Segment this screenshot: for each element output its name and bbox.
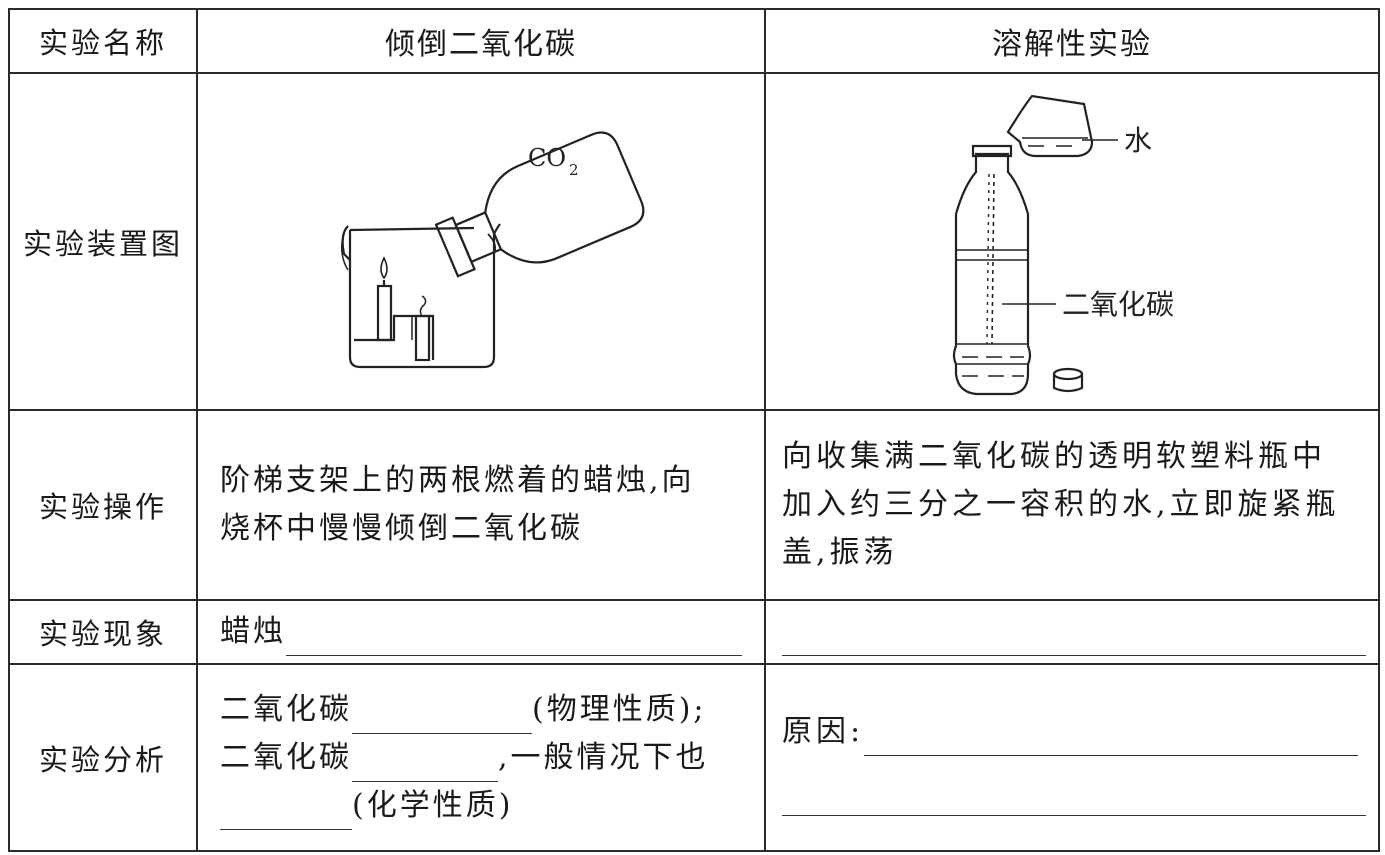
phenomenon-row: 实验现象 蜡烛 — [8, 599, 1380, 665]
bottle-water-diagram: 水 二氧化碳 — [952, 94, 1174, 396]
reason-blank-1[interactable] — [864, 721, 1359, 756]
beaker-candle-diagram: CO 2 — [341, 131, 645, 369]
experiment-table: 实验名称 倾倒二氧化碳 溶解性实验 实验装置图 — [8, 8, 1380, 852]
row-label-apparatus: 实验装置图 — [8, 72, 198, 411]
candle-flame — [380, 256, 388, 280]
operation-left-line2: 烧杯中慢慢倾倒二氧化碳 — [220, 511, 583, 546]
phenomenon-prefix: 蜡烛 — [220, 614, 286, 649]
bottle-cap — [1052, 367, 1084, 381]
water-label: 水 — [1124, 124, 1152, 157]
header-row: 实验名称 倾倒二氧化碳 溶解性实验 — [8, 8, 1380, 74]
water-stream — [991, 173, 995, 345]
operation-row: 实验操作 阶梯支架上的两根燃着的蜡烛,向 烧杯中慢慢倾倒二氧化碳 向收集满二氧化… — [8, 409, 1380, 601]
row-label-analysis: 实验分析 — [8, 663, 198, 852]
pouring-beaker — [1006, 94, 1094, 158]
analysis-cell-left: 二氧化碳 (物理性质); 二氧化碳 ,一般情况下也 (化学性质) — [196, 663, 766, 852]
step-stand — [354, 314, 435, 360]
reason-blank-2[interactable] — [782, 781, 1366, 816]
smoke-wisp — [419, 295, 427, 317]
analysis-line2-subject: 二氧化碳 — [220, 739, 352, 775]
row-label-name: 实验名称 — [8, 8, 198, 74]
phenomenon-cell-left: 蜡烛 — [196, 599, 766, 665]
co2-gas-label: 二氧化碳 — [1062, 288, 1174, 321]
analysis-line2-suffix: ,一般情况下也 — [498, 739, 709, 775]
analysis-line3-suffix: (化学性质) — [352, 787, 514, 823]
row-label-phenomenon: 实验现象 — [8, 599, 198, 665]
operation-right-line2: 加入约三分之一容积的水,立即旋紧瓶 — [782, 487, 1340, 522]
col-header-solubility: 溶解性实验 — [764, 8, 1380, 74]
reason-prefix: 原因: — [782, 713, 865, 749]
physical-property-blank[interactable] — [352, 699, 532, 734]
apparatus-cell-left: CO 2 — [196, 72, 766, 411]
beaker-outline — [348, 223, 501, 369]
phenomenon-answer-blank[interactable] — [286, 621, 742, 656]
candle-tall — [376, 284, 393, 342]
apparatus-row: 实验装置图 — [8, 72, 1380, 411]
operation-cell-left: 阶梯支架上的两根燃着的蜡烛,向 烧杯中慢慢倾倒二氧化碳 — [196, 409, 766, 601]
analysis-row: 实验分析 二氧化碳 (物理性质); 二氧化碳 ,一般情况下也 (化学性质) 原因: — [8, 663, 1380, 852]
analysis-line1-subject: 二氧化碳 — [220, 691, 352, 727]
apparatus-cell-right: 水 二氧化碳 — [764, 72, 1380, 411]
co2-label-subscript: 2 — [569, 161, 579, 179]
operation-right-line3: 盖,振荡 — [782, 535, 898, 570]
analysis-line1-suffix: (物理性质); — [532, 691, 707, 727]
chemical-property-blank-2[interactable] — [220, 795, 352, 830]
chemical-property-blank-1[interactable] — [352, 747, 498, 782]
col-header-pour-co2: 倾倒二氧化碳 — [196, 8, 766, 74]
co2-label: CO — [528, 144, 566, 172]
operation-right-line1: 向收集满二氧化碳的透明软塑料瓶中 — [782, 439, 1326, 474]
plastic-bottle — [952, 152, 1032, 396]
co2-bottle — [434, 131, 645, 278]
analysis-cell-right: 原因: — [764, 663, 1380, 852]
phenomenon-answer-blank-right[interactable] — [782, 621, 1366, 656]
candle-short — [414, 314, 431, 362]
row-label-operation: 实验操作 — [8, 409, 198, 601]
operation-left-line1: 阶梯支架上的两根燃着的蜡烛,向 — [220, 463, 695, 498]
phenomenon-cell-right — [764, 599, 1380, 665]
operation-cell-right: 向收集满二氧化碳的透明软塑料瓶中 加入约三分之一容积的水,立即旋紧瓶 盖,振荡 — [764, 409, 1380, 601]
